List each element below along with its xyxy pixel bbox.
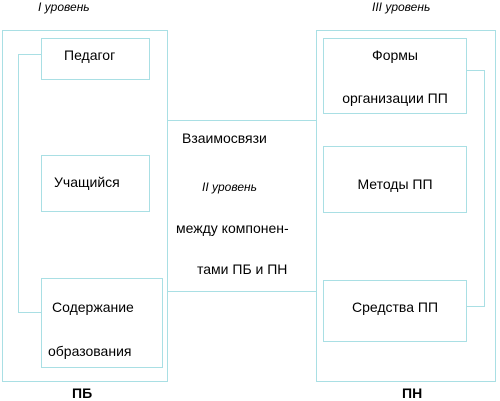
node-content: Содержание образования [41,278,163,368]
node-methods: Методы ПП [323,146,467,213]
node-content-text-line2: образования [48,343,132,359]
left-outer-frame [2,30,168,382]
middle-frame [168,120,316,292]
left-bracket-vertical [18,54,19,312]
node-forms-text-line1: Формы [372,47,418,63]
left-bracket-bottom [18,312,41,313]
right-bracket-top [466,70,485,71]
node-content-text-line1: Содержание [52,299,134,315]
node-means: Средства ПП [323,280,467,342]
pn-label: ПН [402,385,423,401]
middle-line3: между компонен- [176,220,289,236]
node-forms-text-line2: организации ПП [342,90,448,106]
node-pedagog: Педагог [41,38,150,80]
node-pedagog-text: Педагог [64,47,116,63]
level-2-label: II уровень [202,180,257,194]
middle-line1: Взаимосвязи [182,130,267,146]
left-bracket-top [18,54,41,55]
node-forms: Формы организации ПП [323,38,467,114]
right-outer-frame [316,30,496,382]
node-means-text: Средства ПП [351,299,439,315]
right-bracket-vertical [484,70,485,306]
right-bracket-bottom [466,306,485,307]
node-methods-text: Методы ПП [357,176,433,192]
middle-line4: тами ПБ и ПН [197,261,288,277]
node-student: Учащийся [41,155,150,212]
node-student-text: Учащийся [54,174,120,190]
pb-label: ПБ [72,385,93,401]
level-3-label: III уровень [372,0,431,14]
level-1-label: I уровень [38,0,90,14]
